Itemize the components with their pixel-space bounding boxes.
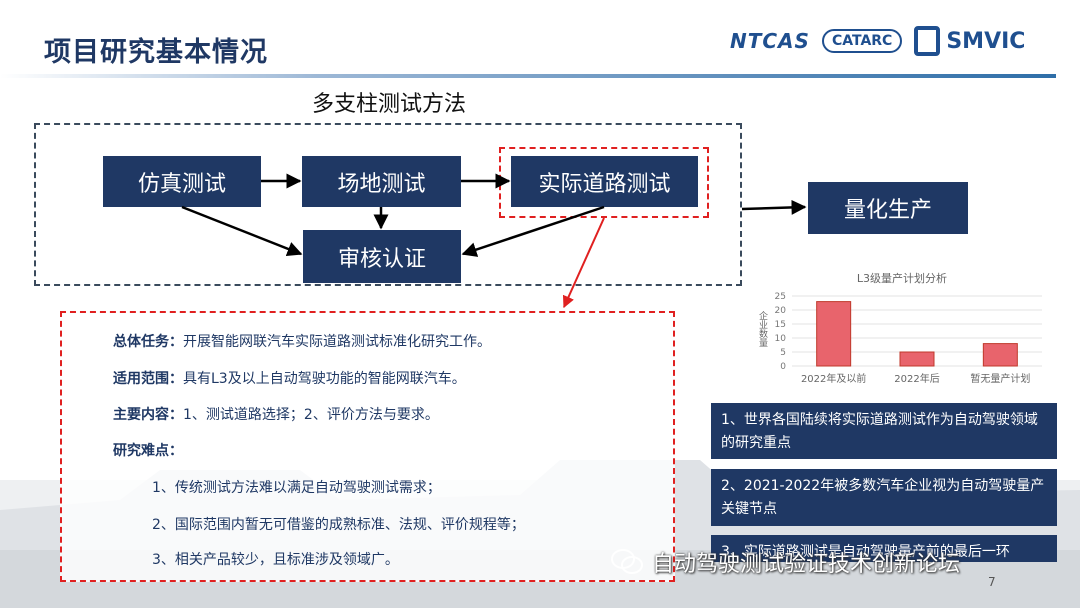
- chart-bar: [816, 301, 852, 367]
- chart-y-tick-label: 10: [775, 334, 787, 344]
- chart-y-tick-label: 0: [780, 362, 786, 372]
- chart-bar: [982, 343, 1018, 367]
- site-test-box: 场地测试: [302, 156, 461, 207]
- content-line: 主要内容：1、测试道路选择；2、评价方法与要求。: [113, 404, 439, 424]
- chart-x-ticks: 2022年及以前 2022年后 暂无量产计划: [801, 372, 1030, 385]
- smvic-logo: SMVIC: [914, 26, 1025, 56]
- smvic-logo-text: SMVIC: [946, 28, 1026, 54]
- scope-text: 具有L3及以上自动驾驶功能的智能网联汽车。: [183, 371, 466, 387]
- chart-x-tick-label: 暂无量产计划: [970, 372, 1030, 385]
- chart-title: L3级量产计划分析: [857, 271, 947, 285]
- catarc-logo: CATARC: [821, 29, 903, 53]
- chart-x-tick-label: 2022年后: [894, 372, 939, 385]
- chart-y-ticks: 0 5 10 15 20 25: [775, 292, 787, 372]
- page-number: 7: [988, 575, 996, 589]
- scope-line: 适用范围：具有L3及以上自动驾驶功能的智能网联汽车。: [113, 368, 466, 388]
- wechat-watermark: 自动驾驶测试验证技术创新论坛: [610, 546, 960, 578]
- scope-label: 适用范围：: [113, 371, 183, 387]
- mass-production-box: 量化生产: [808, 182, 968, 234]
- chart-bar: [899, 351, 935, 367]
- task-text: 开展智能网联汽车实际道路测试标准化研究工作。: [183, 334, 491, 350]
- content-text: 1、测试道路选择；2、评价方法与要求。: [183, 407, 439, 423]
- task-label: 总体任务：: [113, 334, 183, 350]
- fact-box: 1、世界各国陆续将实际道路测试作为自动驾驶领域的研究重点: [711, 403, 1057, 459]
- audit-certification-box: 审核认证: [303, 230, 461, 283]
- diagram-heading: 多支柱测试方法: [312, 92, 467, 117]
- difficulty-item: 1、传统测试方法难以满足自动驾驶测试需求；: [152, 480, 441, 496]
- watermark-text: 自动驾驶测试验证技术创新论坛: [652, 552, 961, 577]
- chart-y-tick-label: 25: [775, 292, 786, 302]
- arrow-to-mass-production: [741, 199, 807, 215]
- content-label: 主要内容：: [113, 407, 183, 423]
- chart-y-axis-label: 企业数量: [757, 310, 768, 347]
- chart-y-tick-label: 15: [775, 320, 786, 330]
- wechat-icon: [611, 549, 643, 574]
- chart-x-tick-label: 2022年及以前: [801, 372, 866, 385]
- ntcas-logo: NTCAS: [730, 29, 810, 53]
- fact-box: 2、2021-2022年被多数汽车企业视为自动驾驶量产关键节点: [711, 469, 1057, 526]
- smvic-q-icon: [914, 26, 941, 56]
- test-pillars-frame: [34, 123, 742, 286]
- difficulty-item: 3、相关产品较少，且标准涉及领域广。: [152, 552, 399, 568]
- fact-box: 3、实际道路测试是自动驾驶量产前的最后一环: [711, 535, 1057, 562]
- chart-y-tick-label: 5: [780, 348, 786, 358]
- road-test-box: 实际道路测试: [511, 156, 698, 207]
- chart-y-tick-label: 20: [775, 306, 787, 316]
- l3-production-chart: L3级量产计划分析 企业数量 2022年及以前 2022年后 暂无量产计划 0 5 10…: [757, 271, 1042, 385]
- simulation-test-box: 仿真测试: [103, 156, 261, 207]
- header-divider: [0, 74, 1056, 78]
- project-info-panel: [60, 311, 675, 582]
- task-line: 总体任务：开展智能网联汽车实际道路测试标准化研究工作。: [113, 331, 491, 351]
- difficulty-label: 研究难点：: [113, 443, 183, 459]
- page-title: 项目研究基本情况: [44, 37, 268, 68]
- logo-group: NTCAS CATARC SMVIC: [730, 20, 1060, 62]
- difficulty-item: 2、国际范围内暂无可借鉴的成熟标准、法规、评价规程等；: [152, 517, 525, 533]
- difficulty-heading: 研究难点：: [113, 440, 183, 460]
- chart-bars: [816, 301, 1018, 367]
